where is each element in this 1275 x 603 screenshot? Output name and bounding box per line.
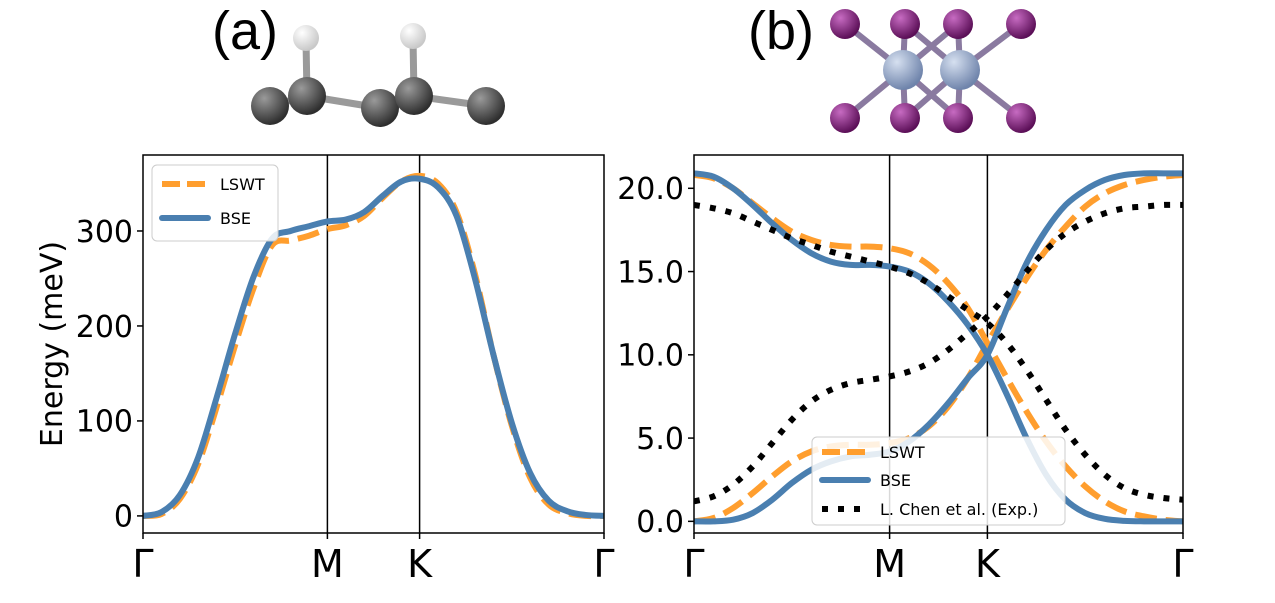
x-tick-label: Γ bbox=[1172, 542, 1193, 586]
legend: LSWT BSE L. Chen et al. (Exp.) bbox=[811, 436, 1066, 526]
legend-label: LSWT bbox=[220, 175, 265, 194]
molecule-graphene-icon bbox=[251, 23, 505, 127]
axes-frame bbox=[142, 154, 605, 534]
y-tick-label: 20.0 bbox=[617, 172, 684, 207]
legend: LSWT BSE bbox=[151, 164, 279, 242]
x-tick-label: Γ bbox=[593, 542, 614, 586]
axes-frame bbox=[693, 154, 1184, 534]
y-tick-label: 0 bbox=[114, 500, 133, 535]
y-tick-label: 100 bbox=[76, 405, 133, 440]
x-tick-label: Γ bbox=[683, 542, 704, 586]
molecule-cri3-icon bbox=[830, 9, 1036, 133]
chart-b: 0.0 5.0 10.0 15.0 20.0Γ M K Γ LSWT BSE L. Chen et … bbox=[617, 154, 1194, 586]
panel-label-b: (b) bbox=[748, 1, 814, 61]
y-tick-label: 10.0 bbox=[617, 339, 684, 374]
y-tick-label: 0.0 bbox=[636, 505, 684, 540]
legend-label: BSE bbox=[880, 471, 911, 490]
series-line-l-chen-et-al-exp-branch-0 bbox=[694, 201, 1183, 503]
y-tick-label: 300 bbox=[76, 215, 133, 250]
series-line-bse-branch-0 bbox=[143, 175, 604, 519]
legend-label: L. Chen et al. (Exp.) bbox=[880, 500, 1038, 519]
legend-box bbox=[811, 436, 1066, 526]
legend-box bbox=[151, 164, 279, 242]
x-tick-label: M bbox=[311, 542, 344, 586]
y-tick-label: 5.0 bbox=[636, 422, 684, 457]
series-line-l-chen-et-al-exp-branch-1 bbox=[694, 201, 1183, 505]
x-tick-label: K bbox=[975, 542, 1001, 586]
panel-label-a: (a) bbox=[212, 1, 278, 61]
y-tick-label: 15.0 bbox=[617, 255, 684, 290]
series-line-lswt-branch-0 bbox=[694, 172, 1183, 525]
legend-label: BSE bbox=[220, 209, 251, 228]
series-line-lswt-branch-1 bbox=[694, 171, 1183, 525]
series-line-bse-branch-1 bbox=[694, 170, 1183, 525]
x-tick-label: K bbox=[407, 542, 433, 586]
y-axis-label: Energy (meV) bbox=[35, 241, 70, 447]
y-tick-label: 200 bbox=[76, 310, 133, 345]
legend-label: LSWT bbox=[880, 443, 925, 462]
x-tick-label: M bbox=[873, 542, 906, 586]
x-tick-label: Γ bbox=[132, 542, 153, 586]
